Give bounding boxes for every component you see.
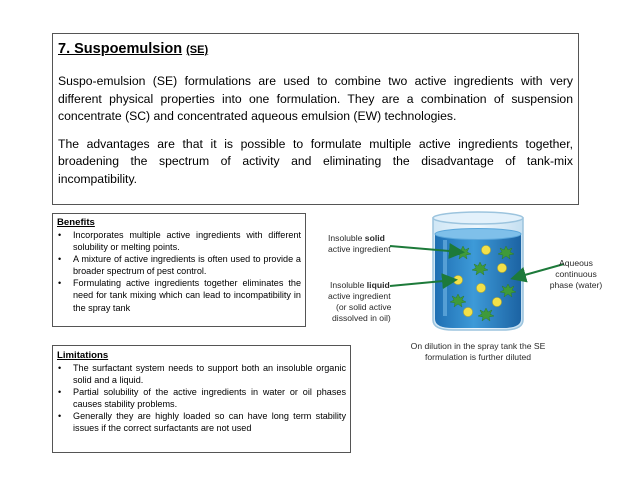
benefits-list: Incorporates multiple active ingredients…: [57, 229, 301, 314]
benefit-item: A mixture of active ingredients is often…: [57, 253, 301, 277]
liquid-label: Insoluble liquid: [330, 280, 390, 290]
solid-label: Insoluble solid: [328, 233, 385, 243]
particle-icon: [471, 261, 489, 276]
phase-label-line3: phase (water): [550, 280, 603, 290]
droplet-icon: [497, 263, 507, 273]
solid-label-line2: active ingredient: [328, 244, 391, 254]
description-box: 7. Suspoemulsion (SE) Suspo-emulsion (SE…: [52, 33, 579, 205]
particle-icon: [499, 283, 517, 298]
phase-label-line2: continuous: [555, 269, 597, 279]
liquid-arrow: [389, 273, 458, 290]
liquid-label-line3: (or solid active: [336, 302, 392, 312]
benefit-item: Formulating active ingredients together …: [57, 277, 301, 313]
droplet-icon: [492, 297, 502, 307]
phase-arrow: [510, 263, 565, 283]
solid-arrow: [389, 243, 465, 259]
slide-title: 7. Suspoemulsion (SE): [58, 40, 573, 59]
droplet-icon: [463, 307, 473, 317]
benefit-item: Incorporates multiple active ingredients…: [57, 229, 301, 253]
limitations-box: Limitations The surfactant system needs …: [52, 345, 351, 453]
phase-label-line1: Aqueous: [559, 258, 593, 268]
benefits-heading: Benefits: [57, 217, 95, 228]
limitation-item: Generally they are highly loaded so can …: [57, 410, 346, 434]
caption-line2: formulation is further diluted: [425, 352, 531, 362]
advantages-paragraph: The advantages are that it is possible t…: [58, 136, 573, 186]
particle-icon: [449, 293, 467, 308]
beaker-diagram: Insoluble solid active ingredient Insolu…: [328, 211, 603, 362]
droplet-icon: [481, 245, 491, 255]
intro-paragraph: Suspo-emulsion (SE) formulations are use…: [58, 74, 573, 123]
caption-line1: On dilution in the spray tank the SE: [411, 341, 546, 351]
title-text: 7. Suspoemulsion: [58, 41, 183, 57]
liquid-label-line2: active ingredient: [328, 291, 391, 301]
limitations-heading: Limitations: [57, 350, 109, 361]
liquid-label-line4: dissolved in oil): [332, 313, 391, 323]
liquid-droplets: [453, 245, 507, 317]
particle-icon: [477, 307, 495, 322]
droplet-icon: [476, 283, 486, 293]
limitation-item: The surfactant system needs to support b…: [57, 362, 346, 386]
title-abbreviation: (SE): [186, 44, 209, 56]
limitations-list: The surfactant system needs to support b…: [57, 362, 346, 435]
particle-icon: [497, 245, 515, 260]
limitation-item: Partial solubility of the active ingredi…: [57, 386, 346, 410]
droplet-icon: [453, 275, 463, 285]
benefits-box: Benefits Incorporates multiple active in…: [52, 213, 306, 327]
